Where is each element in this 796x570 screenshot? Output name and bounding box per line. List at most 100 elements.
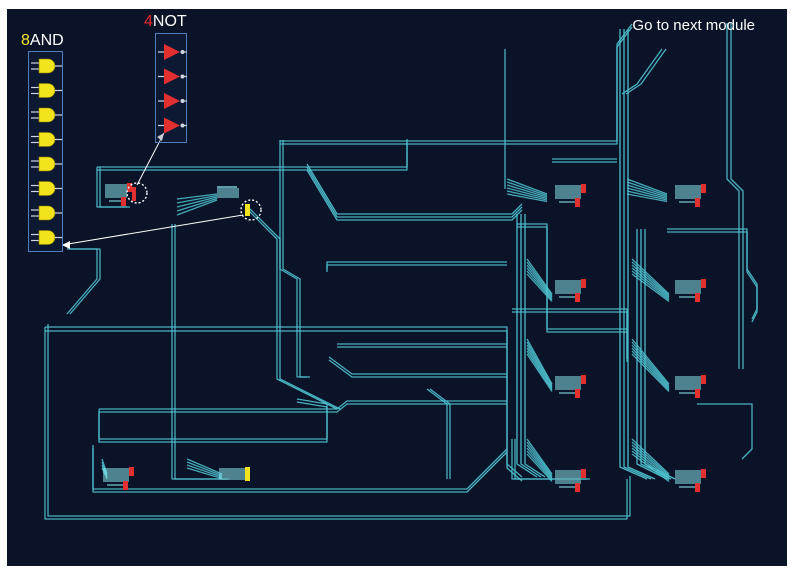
and-gate-icon	[31, 132, 62, 147]
and-chip	[217, 186, 250, 216]
wire	[631, 270, 670, 301]
wire	[249, 208, 341, 410]
and-gate-icon	[31, 107, 62, 123]
and-palette-label: 8AND	[21, 32, 64, 50]
and-chip	[219, 467, 250, 481]
wire	[631, 444, 670, 478]
wire	[631, 341, 670, 386]
circuit-board[interactable]: 4NOT 8AND Go to next module	[7, 9, 787, 566]
wire	[631, 344, 670, 388]
wire	[526, 444, 553, 478]
gate-chip	[675, 184, 706, 207]
wire	[186, 464, 223, 478]
and-gate-icon	[31, 230, 62, 245]
gate-chip	[555, 184, 586, 207]
and-gate-list	[31, 58, 62, 245]
wire	[306, 163, 523, 215]
wire	[171, 224, 227, 480]
pointer-layer	[61, 132, 262, 249]
wire	[526, 353, 553, 392]
wire	[524, 214, 546, 478]
highlight-ring	[240, 199, 262, 221]
wire	[626, 184, 668, 198]
not-gate-icon	[158, 44, 187, 60]
wire	[526, 264, 553, 298]
gate-chip	[555, 469, 586, 492]
wire	[667, 231, 758, 323]
not-label: NOT	[152, 13, 187, 30]
wire	[526, 441, 553, 476]
and-count: 8	[21, 32, 30, 49]
wire	[326, 264, 507, 272]
wire	[328, 356, 507, 375]
wire	[280, 26, 633, 145]
wire	[526, 258, 553, 295]
wire	[631, 258, 670, 295]
wire	[44, 327, 628, 520]
wire	[97, 139, 408, 168]
wire	[631, 453, 670, 483]
wire	[99, 167, 130, 208]
next-module-button[interactable]: Go to next module	[632, 17, 755, 34]
wire	[69, 248, 101, 315]
wire	[176, 193, 218, 200]
wire	[328, 359, 507, 378]
and-label: AND	[29, 32, 64, 49]
wire	[631, 338, 670, 385]
wire	[526, 453, 553, 482]
wire	[626, 181, 668, 197]
wire	[526, 270, 553, 301]
wire	[306, 169, 523, 221]
wire	[97, 142, 408, 171]
wire	[626, 187, 668, 200]
highlight-ring	[126, 182, 148, 204]
wire	[619, 29, 648, 480]
gate-chip	[675, 279, 706, 302]
wire-layer	[44, 23, 758, 520]
not-gate-icon	[158, 68, 187, 85]
not-gate-list	[158, 44, 187, 134]
wire	[726, 23, 740, 369]
wire	[174, 224, 230, 480]
and-gate-palette[interactable]	[28, 51, 63, 252]
wire	[667, 228, 758, 320]
not-gate-palette[interactable]	[155, 33, 187, 143]
pointer-arrowhead	[157, 133, 164, 141]
wire	[631, 264, 670, 298]
circuit-canvas	[44, 23, 758, 520]
wire	[631, 438, 670, 475]
wire	[506, 193, 548, 203]
wire	[47, 324, 631, 517]
wire	[506, 178, 548, 195]
pointer-arrowhead	[62, 241, 70, 249]
wire	[506, 184, 548, 198]
wire	[526, 338, 553, 385]
wire	[526, 261, 553, 296]
wire	[526, 350, 553, 391]
and-gate-icon	[31, 83, 62, 98]
wire	[631, 450, 670, 481]
wire	[631, 267, 670, 300]
wire	[512, 311, 628, 362]
and-gate-icon	[31, 156, 62, 172]
gate-chip	[675, 469, 706, 492]
wire	[625, 48, 667, 95]
wire	[631, 353, 670, 392]
wire	[186, 461, 223, 477]
wire	[631, 441, 670, 476]
wire	[186, 458, 223, 475]
pointer-arrow	[136, 132, 165, 186]
wire	[279, 140, 307, 378]
wire	[626, 193, 668, 203]
wire	[526, 447, 553, 479]
wire	[66, 248, 98, 315]
wire	[176, 199, 218, 216]
wire	[99, 400, 507, 410]
wire	[306, 166, 523, 218]
wire	[526, 450, 553, 481]
wire	[631, 261, 670, 296]
wire	[176, 194, 218, 204]
wire	[516, 214, 538, 478]
not-gate-icon	[158, 93, 187, 109]
gate-chip	[675, 375, 706, 398]
